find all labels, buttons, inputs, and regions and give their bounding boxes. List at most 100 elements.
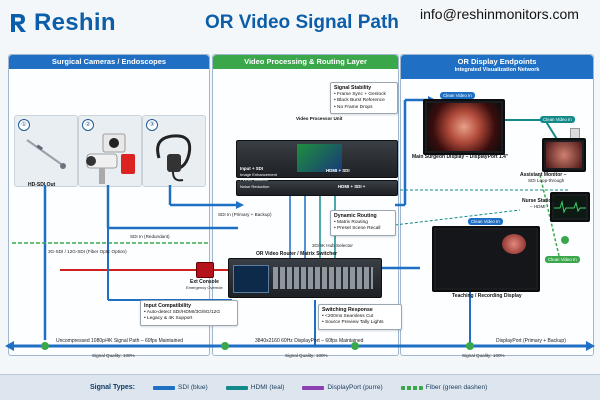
legend-swatch — [225, 385, 248, 390]
callout-line: • No Frame Drops — [334, 104, 373, 110]
camera-card-1[interactable]: ① — [14, 115, 78, 187]
nurse-sublabel: – HDMI — [530, 204, 546, 209]
legend-label: Fiber (green dashen) — [425, 384, 488, 391]
clean-video-in-badge-4: Clean Video In — [545, 256, 580, 263]
ext-console[interactable] — [196, 262, 214, 278]
router-screen — [233, 265, 269, 293]
router-title: OR Video Router / Matrix Switcher — [256, 251, 338, 257]
assistant-sublabel: SDI Loop-through — [528, 178, 565, 183]
switching-response-callout: Switching Response • <200ms Seamless Cut… — [318, 304, 402, 330]
video-router-matrix[interactable] — [228, 258, 382, 298]
bottom-signal-label-3: DisplayPort (Primary + Backup) — [496, 338, 566, 344]
white-balance-label: • White Balance — [240, 177, 269, 182]
flexible-scope-icon — [156, 134, 192, 182]
legend-label: HDMI (teal) — [250, 384, 285, 391]
callout-title: Dynamic Routing — [334, 213, 377, 219]
legend-swatch — [400, 385, 423, 390]
legend-swatch — [302, 385, 325, 390]
hdmi-sdi-label: HDMI + SDI — [326, 168, 350, 173]
video-processor-unit[interactable] — [236, 140, 398, 178]
cameras-panel-header: Surgical Cameras / Endoscopes — [9, 55, 209, 69]
contact-email[interactable]: info@reshinmonitors.com — [420, 6, 579, 22]
callout-line: • Preset Scene Recall — [334, 226, 381, 232]
input-sdi-label: Input + SDI — [240, 166, 264, 171]
sdi-12g-label: 3G-SDI / 12G-SDI (Fiber Optic Option) — [48, 249, 127, 254]
callout-line: • Source Preview Tally Lights — [322, 320, 384, 326]
router-buttons[interactable] — [273, 267, 373, 289]
teaching-display[interactable] — [432, 226, 540, 292]
page-title: OR Video Signal Path — [205, 12, 399, 33]
clean-video-in-badge-3: Clean Video In — [468, 218, 503, 225]
legend-item-hdmi: HDMI (teal) — [225, 384, 285, 391]
dynamic-routing-callout: Dynamic Routing • Matrix Routing • Prese… — [330, 210, 396, 236]
legend-item-displayport: DisplayPort (purre) — [302, 384, 383, 391]
signal-quality-2: Signal Quality: 100% — [285, 353, 328, 358]
camera-number: ① — [18, 119, 30, 131]
input-compatibility-callout: Input Compatibility • Auto-detect SDI/HD… — [140, 300, 238, 326]
callout-line: • <200ms Seamless Cut — [322, 314, 374, 320]
processor-lower-unit[interactable] — [236, 180, 398, 196]
brand-logo: Reshin — [8, 9, 116, 37]
camera-head-icon — [86, 133, 135, 184]
legend-label: DisplayPort (purre) — [327, 384, 383, 391]
vitals-waveform-icon — [554, 200, 586, 214]
hd-sdi-out-label: HD-SDI Out — [28, 182, 56, 188]
teaching-screen — [436, 230, 536, 288]
noise-reduction-label: Noise Reduction — [240, 184, 270, 189]
main-display-label: Main Surgeon Display – DisplayPort 1.4" — [412, 154, 509, 160]
nurse-screen — [554, 196, 586, 218]
teaching-pip — [502, 234, 526, 254]
callout-line: • Legacy & 4K Support — [144, 316, 193, 322]
display-panel-subtitle: Integrated Visualization Network — [454, 67, 540, 73]
bottom-signal-label-2: 3840x2160 60Hz DisplayPort – 60fps Maint… — [255, 338, 364, 344]
processor-screen — [297, 144, 342, 172]
legend-item-sdi: SDI (blue) — [153, 384, 208, 391]
signal-quality-1: Signal Quality: 100% — [92, 353, 135, 358]
legend-title: Signal Types: — [90, 384, 135, 391]
legend-item-fiber: Fiber (green dashen) — [400, 384, 488, 391]
callout-title: Signal Stability — [334, 85, 372, 91]
processing-panel-header: Video Processing & Routing Layer — [213, 55, 398, 69]
assistant-screen — [546, 142, 582, 168]
main-display-screen — [427, 103, 501, 151]
sdi-primary-label: SDI In (Primary + Backup) — [218, 212, 272, 217]
display-panel-header: OR Display Endpoints Integrated Visualiz… — [401, 55, 593, 79]
callout-title: Input Compatibility — [144, 303, 191, 309]
signal-stability-callout: Signal Stability • Frame Sync + Genlock … — [330, 82, 398, 114]
reshin-logo-icon — [11, 14, 26, 32]
teaching-label: Teaching / Recording Display — [452, 293, 522, 299]
brand-name: Reshin — [34, 9, 116, 36]
callout-title: Switching Response — [322, 307, 373, 313]
callout-line: • Black Burst Reference — [334, 98, 385, 104]
nurse-station-monitor[interactable] — [550, 192, 590, 222]
legend-label: SDI (blue) — [178, 384, 208, 391]
endoscope-icon — [26, 139, 66, 169]
image-enhancement-label: Image Enhancement — [240, 172, 277, 177]
legend-swatch — [153, 385, 175, 390]
legend: Signal Types: SDI (blue) HDMI (teal) Dis… — [0, 374, 600, 400]
video-processor-label: Video Processor Unit — [296, 116, 343, 121]
callout-line: • Auto-detect SDI/HDMI/3G/6G/12G — [144, 310, 221, 316]
hub-selector-label: 3G/4K Hub Selector — [312, 243, 353, 248]
nurse-label: Nurse Station — [522, 198, 555, 204]
ext-console-sublabel: Emergency Override — [186, 285, 223, 290]
camera-card-3[interactable]: ③ — [142, 115, 206, 187]
display-panel-title: OR Display Endpoints — [457, 57, 537, 66]
callout-line: • Frame Sync + Genlock — [334, 92, 386, 98]
ext-console-label: Ext Console — [190, 279, 219, 285]
clean-video-in-badge-2: Clean Video In — [540, 116, 575, 123]
assistant-label: Assistant Monitor – — [520, 172, 567, 178]
signal-quality-3: Signal Quality: 100% — [462, 353, 505, 358]
cameras-panel: Surgical Cameras / Endoscopes — [8, 54, 210, 356]
sdi-redundant-label: SDI In (Redundant) — [130, 234, 170, 239]
hdmi-sdi-label-2: HDMI + SDI + — [338, 184, 366, 189]
assistant-monitor[interactable] — [542, 138, 586, 172]
main-surgeon-display[interactable] — [423, 99, 505, 155]
bottom-signal-label-1: Uncompressed 1080p/4K Signal Path – 60fp… — [56, 338, 184, 344]
camera-card-2[interactable]: ② — [78, 115, 142, 187]
camera-number: ③ — [146, 119, 158, 131]
clean-video-in-badge: Clean Video In — [440, 92, 475, 99]
camera-number: ② — [82, 119, 94, 131]
callout-line: • Matrix Routing — [334, 220, 368, 226]
